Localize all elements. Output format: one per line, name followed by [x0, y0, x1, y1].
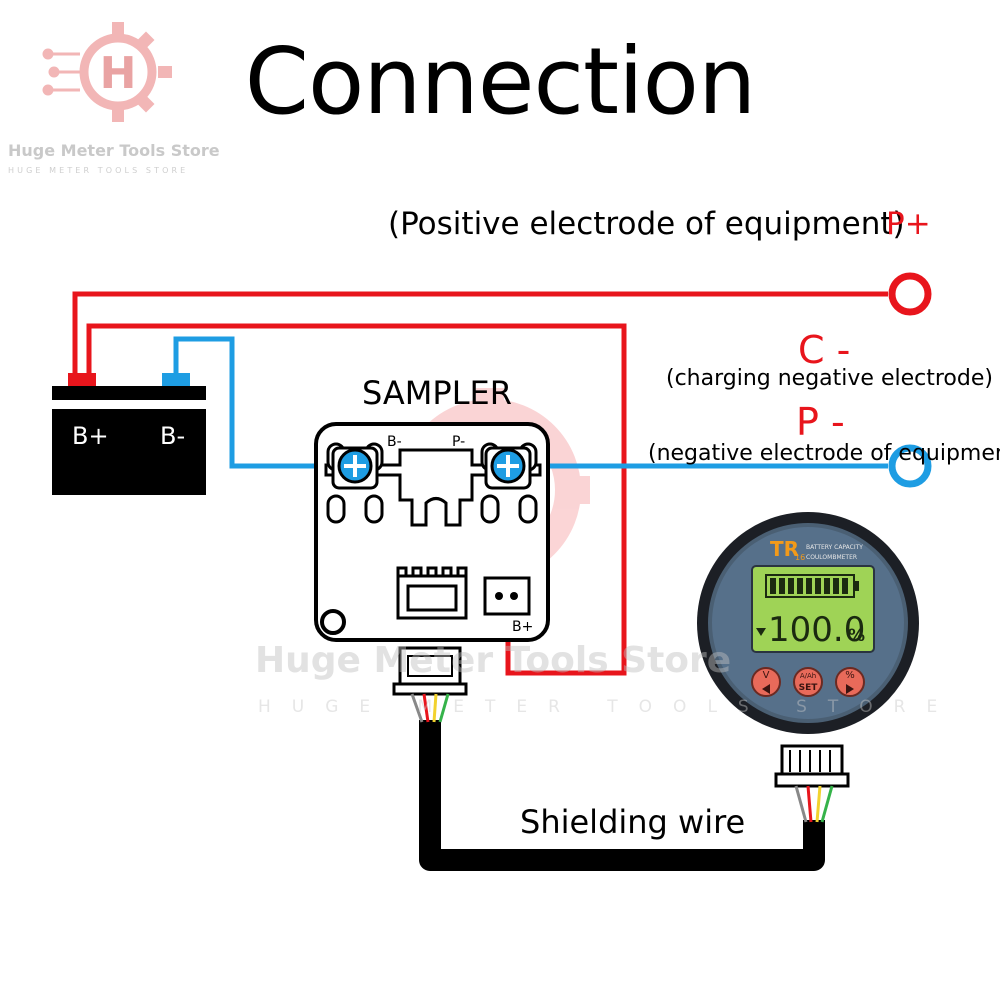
meter-model-suffix: 16: [795, 553, 805, 562]
c-minus-description: (charging negative electrode): [666, 366, 993, 391]
sampler-pminus-label: P-: [452, 434, 465, 450]
p-minus-label: P -: [796, 400, 845, 444]
right-arrow-icon: [846, 684, 854, 694]
meter-brand: TR: [770, 537, 799, 561]
meter-plug: [774, 744, 850, 823]
svg-text:A/Ah: A/Ah: [800, 672, 816, 680]
sampler-title: SAMPLER: [362, 374, 512, 412]
c-minus-label: C -: [798, 328, 851, 372]
svg-text:%: %: [845, 670, 855, 681]
shielding-cable: [419, 720, 825, 871]
sampler-bplus-label: B+: [512, 619, 533, 635]
battery-level-bar: [765, 574, 859, 598]
meter-button-right[interactable]: %: [835, 667, 865, 697]
svg-text:V: V: [763, 670, 770, 681]
store-logo: H: [42, 22, 172, 122]
battery-pos-label: B+: [72, 422, 109, 450]
svg-text:SET: SET: [799, 683, 819, 693]
watermark-text: Huge Meter Tools Store: [255, 640, 732, 681]
sampler-bminus-label: B-: [387, 434, 402, 450]
battery-neg-label: B-: [160, 422, 185, 450]
p-plus-description: (Positive electrode of equipment): [388, 206, 905, 242]
p-plus-terminal: [888, 272, 932, 316]
coulomb-meter: TR 16 BATTERY CAPACITY COULOMBMETER 100.…: [697, 512, 919, 734]
meter-line2: COULOMBMETER: [806, 554, 857, 561]
p-plus-label: P+: [886, 206, 931, 242]
sampler-plug: [392, 646, 468, 723]
meter-unit: %: [848, 626, 865, 646]
red-wires: [72, 291, 888, 676]
store-subtitle: HUGE METER TOOLS STORE: [8, 166, 189, 175]
meter-line1: BATTERY CAPACITY: [806, 544, 863, 551]
b-minus-screw: [331, 446, 379, 490]
meter-button-set[interactable]: A/Ah SET: [793, 667, 823, 697]
lcd-down-arrow-icon: [756, 628, 766, 636]
page-title: Connection: [244, 28, 757, 135]
meter-button-left[interactable]: V: [751, 667, 781, 697]
p-minus-terminal: [888, 444, 932, 488]
sampler-pin-connector: [396, 566, 468, 620]
p-minus-screw: [484, 446, 532, 490]
battery: B+ B-: [52, 373, 206, 495]
blue-wires: [173, 336, 888, 469]
left-arrow-icon: [762, 684, 770, 694]
p-minus-description: (negative electrode of equipment): [648, 441, 1000, 466]
shielding-wire-label: Shielding wire: [520, 803, 746, 841]
sampler-board: B- P- B+: [314, 422, 550, 642]
meter-reading: 100.0: [768, 610, 865, 650]
logo-letter: H: [100, 48, 137, 99]
watermark-subtext: HUGE METER TOOLS STORE: [258, 697, 959, 717]
store-name: Huge Meter Tools Store: [8, 141, 220, 160]
sampler-bplus-terminal: [483, 576, 531, 616]
